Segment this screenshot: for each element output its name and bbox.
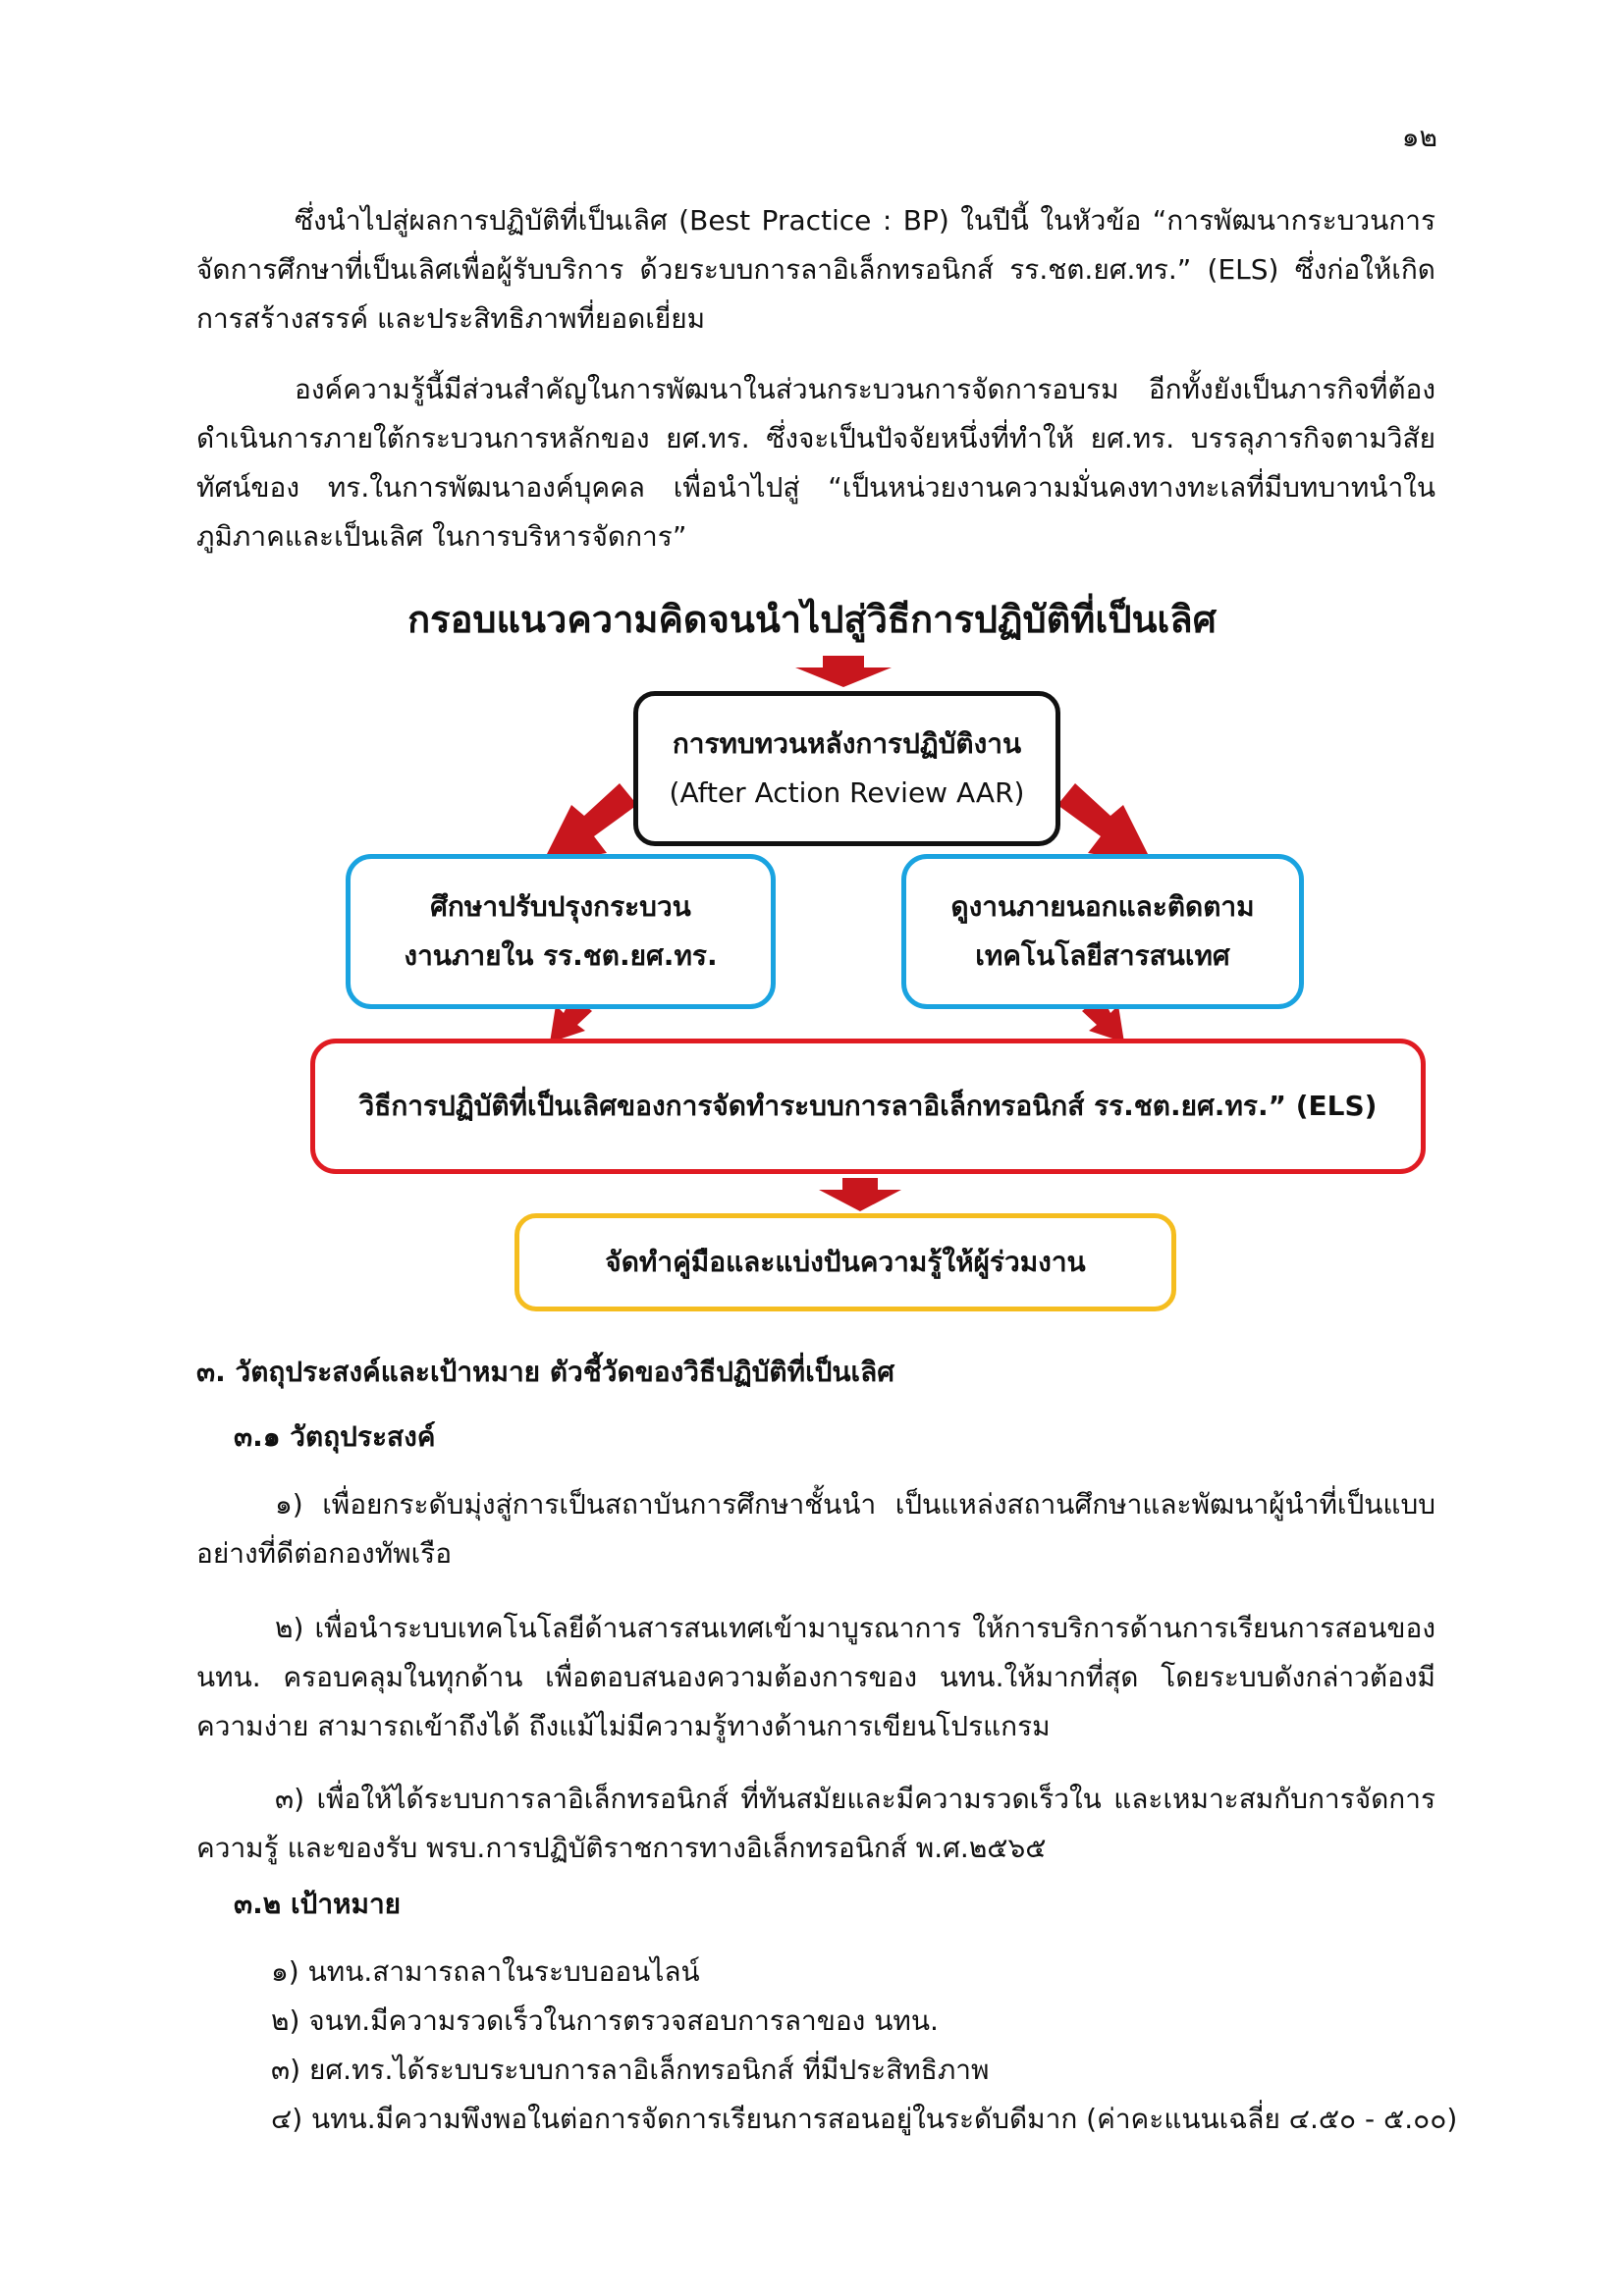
external-study-box: ดูงานภายนอกและติดตาม เทคโนโลยีสารสนเทศ bbox=[901, 854, 1304, 1009]
goal-item: ๒) จนท.มีความรวดเร็วในการตรวจสอบการลาของ… bbox=[271, 2004, 939, 2037]
arrow-aar-to-external bbox=[1057, 783, 1153, 864]
internal-box-line1: ศึกษาปรับปรุงกระบวน bbox=[430, 890, 691, 923]
objective-2: ๒) เพื่อนำระบบเทคโนโลยีด้านสารสนเทศเข้าม… bbox=[196, 1612, 1435, 1742]
section-3-1-heading: ๓.๑ วัตถุประสงค์ bbox=[234, 1420, 436, 1453]
goal-item: ๔) นทน.มีความพึงพอในต่อการจัดการเรียนการ… bbox=[271, 2103, 1458, 2135]
manual-text: จัดทำคู่มือและแบ่งปันความรู้ให้ผู้ร่วมงา… bbox=[605, 1246, 1086, 1278]
section-3-heading: ๓. วัตถุประสงค์และเป้าหมาย ตัวชี้วัดของว… bbox=[196, 1356, 895, 1388]
aar-box: การทบทวนหลังการปฏิบัติงาน (After Action … bbox=[633, 691, 1060, 846]
manual-box: จัดทำคู่มือและแบ่งปันความรู้ให้ผู้ร่วมงา… bbox=[514, 1213, 1176, 1311]
intro-paragraph-1: ซึ่งนำไปสู่ผลการปฏิบัติที่เป็นเลิศ (Best… bbox=[196, 204, 1435, 335]
goal-item: ๑) นทน.สามารถลาในระบบออนไลน์ bbox=[271, 1955, 700, 1988]
aar-box-line2: (After Action Review AAR) bbox=[669, 776, 1025, 809]
best-practice-box: วิธีการปฏิบัติที่เป็นเลิศของการจัดทำระบบ… bbox=[310, 1039, 1426, 1174]
internal-improvement-box: ศึกษาปรับปรุงกระบวน งานภายใน รร.ชต.ยศ.ทร… bbox=[346, 854, 776, 1009]
goal-item: ๓) ยศ.ทร.ได้ระบบระบบการลาอิเล็กทรอนิกส์ … bbox=[271, 2054, 990, 2086]
page-number: ๑๒ bbox=[1401, 121, 1437, 153]
aar-box-line1: การทบทวนหลังการปฏิบัติงาน bbox=[672, 727, 1022, 760]
best-practice-text: วิธีการปฏิบัติที่เป็นเลิศของการจัดทำระบบ… bbox=[358, 1090, 1378, 1122]
external-box-line1: ดูงานภายนอกและติดตาม bbox=[950, 890, 1255, 923]
internal-box-line2: งานภายใน รร.ชต.ยศ.ทร. bbox=[404, 939, 718, 972]
arrow-aar-to-internal bbox=[542, 783, 637, 864]
arrow-bp-to-manual bbox=[819, 1178, 901, 1211]
framework-title: กรอบแนวความคิดจนนำไปสู่วิธีการปฏิบัติที่… bbox=[407, 598, 1217, 641]
arrow-into-aar bbox=[795, 656, 892, 687]
section-3-2-heading: ๓.๒ เป้าหมาย bbox=[234, 1888, 402, 1920]
intro-paragraph-2: องค์ความรู้นี้มีส่วนสำคัญในการพัฒนาในส่ว… bbox=[196, 373, 1435, 553]
external-box-line2: เทคโนโลยีสารสนเทศ bbox=[975, 939, 1230, 972]
objective-1: ๑) เพื่อยกระดับมุ่งสู่การเป็นสถาบันการศึ… bbox=[196, 1488, 1435, 1570]
objective-3: ๓) เพื่อให้ได้ระบบการลาอิเล็กทรอนิกส์ ที… bbox=[196, 1783, 1435, 1864]
goals-list: ๑) นทน.สามารถลาในระบบออนไลน์ ๒) จนท.มีคว… bbox=[271, 1948, 1457, 2144]
